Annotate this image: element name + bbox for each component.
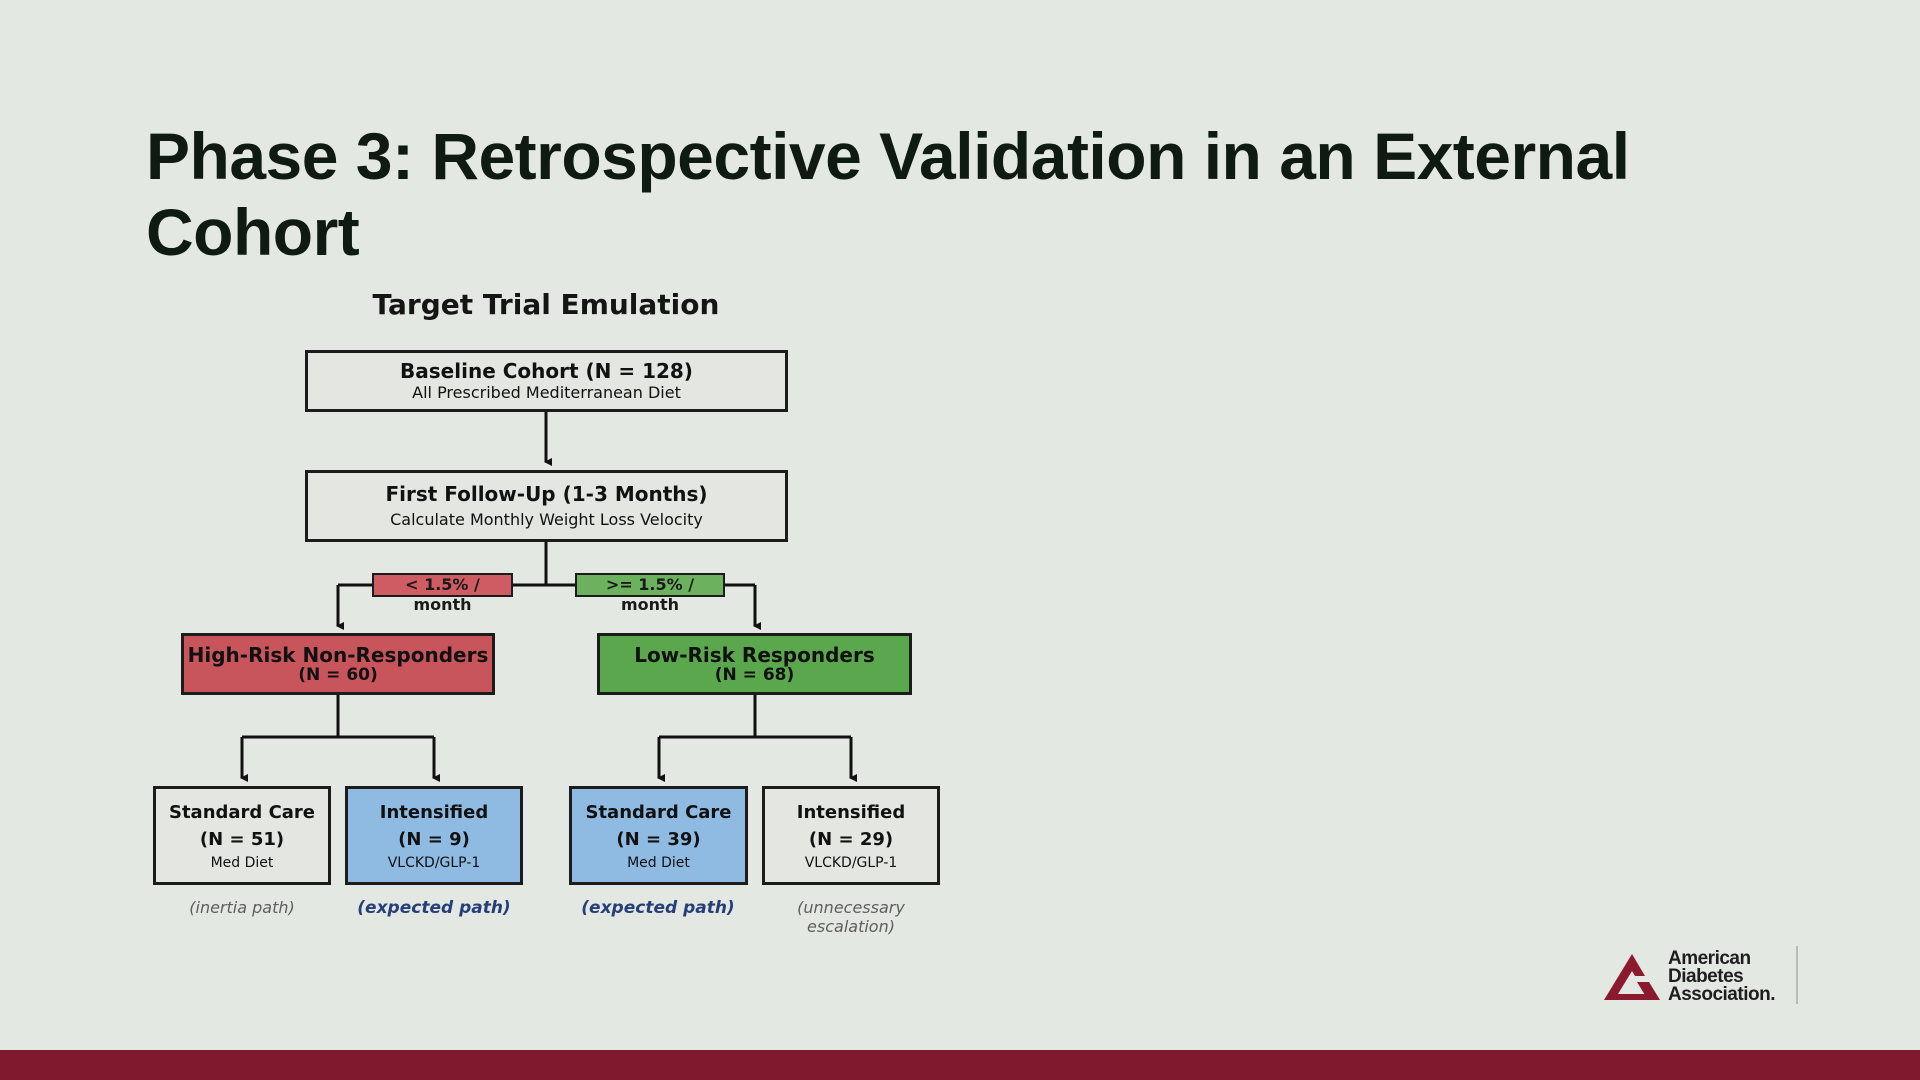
leaf-title: Intensified <box>796 801 906 823</box>
hr-standard-care-box: Standard Care (N = 51) Med Diet <box>153 786 331 885</box>
leaf-detail: Med Diet <box>210 854 274 871</box>
leaf-detail: VLCKD/GLP-1 <box>804 854 898 871</box>
lr-intensified-box: Intensified (N = 29) VLCKD/GLP-1 <box>762 786 940 885</box>
high-risk-box: High-Risk Non-Responders (N = 60) <box>181 633 495 695</box>
leaf-n: (N = 51) <box>199 828 285 850</box>
connector-low-risk-split <box>659 695 851 739</box>
diagram-title: Target Trial Emulation <box>372 288 720 321</box>
caption-expected-path-hr: (expected path) <box>357 898 511 918</box>
lr-standard-care-box: Standard Care (N = 39) Med Diet <box>569 786 748 885</box>
baseline-cohort-box: Baseline Cohort (N = 128) All Prescribed… <box>305 350 788 412</box>
baseline-sub: All Prescribed Mediterranean Diet <box>412 383 681 402</box>
leaf-title: Standard Care <box>168 801 316 823</box>
ada-logo-text: American Diabetes Association. <box>1668 948 1775 1005</box>
caption-unnecessary-escalation: (unnecessary escalation) <box>797 898 905 936</box>
leaf-title: Intensified <box>379 801 489 823</box>
baseline-heading: Baseline Cohort (N = 128) <box>400 359 693 383</box>
leaf-detail: VLCKD/GLP-1 <box>387 854 481 871</box>
ada-logo-icon <box>1604 954 1660 1000</box>
leaf-n: (N = 29) <box>808 828 894 850</box>
followup-heading: First Follow-Up (1-3 Months) <box>385 482 708 506</box>
condition-high-velocity: >= 1.5% / month <box>575 573 725 614</box>
leaf-title: Standard Care <box>585 801 732 823</box>
logo-line-2: Diabetes <box>1668 966 1744 987</box>
footer-band <box>0 1050 1920 1080</box>
leaf-n: (N = 9) <box>398 828 470 850</box>
followup-box: First Follow-Up (1-3 Months) Calculate M… <box>305 470 788 542</box>
condition-low-velocity: < 1.5% / month <box>372 573 513 614</box>
hr-intensified-box: Intensified (N = 9) VLCKD/GLP-1 <box>345 786 523 885</box>
leaf-detail: Med Diet <box>627 854 690 871</box>
caption-expected-path-lr: (expected path) <box>581 898 735 918</box>
slide-title: Phase 3: Retrospective Validation in an … <box>146 119 1630 269</box>
connector-high-risk-split <box>242 695 434 739</box>
high-risk-n: (N = 60) <box>298 665 378 685</box>
high-risk-heading: High-Risk Non-Responders <box>187 643 489 667</box>
logo-line-1: American <box>1668 948 1751 969</box>
leaf-n: (N = 39) <box>616 828 701 850</box>
low-risk-box: Low-Risk Responders (N = 68) <box>597 633 912 695</box>
low-risk-n: (N = 68) <box>714 665 795 685</box>
caption-inertia-path: (inertia path) <box>189 898 295 917</box>
followup-sub: Calculate Monthly Weight Loss Velocity <box>390 510 703 529</box>
low-risk-heading: Low-Risk Responders <box>634 643 875 667</box>
logo-line-3: Association. <box>1668 984 1775 1005</box>
logo-divider <box>1796 946 1798 1004</box>
